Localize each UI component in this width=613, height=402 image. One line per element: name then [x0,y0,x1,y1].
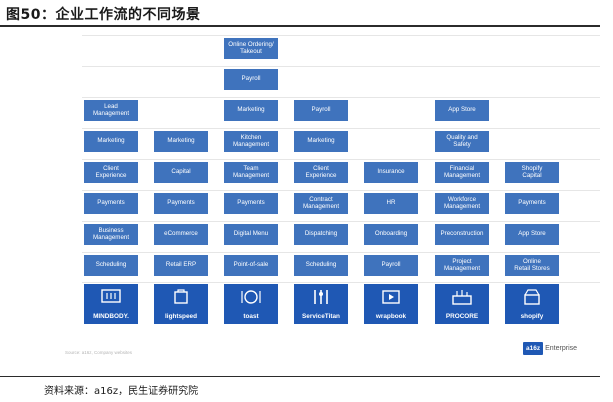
figure-title: 图50：企业工作流的不同场景 [6,7,201,23]
a16z-mark: a16z [523,342,544,355]
company-logo-name: wrapbook [375,313,407,320]
workflow-box-preconstruction: Preconstruction [435,224,489,245]
workflow-box-dispatching: Dispatching [294,224,348,245]
workflow-box-marketing: Marketing [84,131,138,152]
workflow-box-insurance: Insurance [364,162,418,183]
lightspeed-icon [169,288,193,313]
workflow-box-kitchen-management: Kitchen Management [224,131,278,152]
toast-icon [239,288,263,313]
company-logo-name: toast [243,313,259,320]
company-logo-servicetitan: ServiceTitan [294,284,348,324]
workflow-box-lead-management: Lead Management [84,100,138,121]
company-logo-name: MINDBODY. [93,313,129,320]
title-underline [0,25,600,27]
workflow-box-client-experience: Client Experience [84,162,138,183]
source-divider [0,376,600,377]
workflow-box-financial-management: Financial Management [435,162,489,183]
workflow-box-hr: HR [364,193,418,214]
workflow-box-online-ordering-takeout: Online Ordering/ Takeout [224,38,278,59]
workflow-box-marketing: Marketing [154,131,208,152]
workflow-box-point-of-sale: Point-of-sale [224,255,278,276]
wrapbook-icon [379,288,403,313]
workflow-box-payroll: Payroll [294,100,348,121]
company-logo-procore: PROCORE [435,284,489,324]
company-logo-name: PROCORE [445,313,479,320]
workflow-box-online-retail-stores: Online Retail Stores [505,255,559,276]
company-logo-name: shopify [520,313,544,320]
company-logo-shopify: shopify [505,284,559,324]
company-logo-mindbody: MINDBODY. [84,284,138,324]
workflow-box-workforce-management: Workforce Management [435,193,489,214]
workflow-box-quality-and-safety: Quality and Safety [435,131,489,152]
workflow-box-payments: Payments [505,193,559,214]
workflow-box-business-management: Business Management [84,224,138,245]
workflow-box-shopify-capital: Shopify Capital [505,162,559,183]
shopify-icon [520,288,544,313]
workflow-box-ecommerce: eCommerce [154,224,208,245]
workflow-box-scheduling: Scheduling [294,255,348,276]
workflow-box-project-management: Project Management [435,255,489,276]
workflow-box-app-store: App Store [435,100,489,121]
company-logo-lightspeed: lightspeed [154,284,208,324]
procore-icon [450,288,474,313]
workflow-box-onboarding: Onboarding [364,224,418,245]
workflow-box-team-management: Team Management [224,162,278,183]
diagram-footnote: Source: a16z, Company websites [65,350,133,355]
source-note: 资料来源：a16z，民生证券研究院 [44,386,199,397]
workflow-box-marketing: Marketing [224,100,278,121]
company-logo-name: ServiceTitan [302,313,340,320]
workflow-box-contract-management: Contract Management [294,193,348,214]
workflow-box-payments: Payments [224,193,278,214]
servicetitan-icon [309,288,333,313]
workflow-box-payments: Payments [154,193,208,214]
mindbody-icon [99,288,123,313]
workflow-box-payroll: Payroll [224,69,278,90]
a16z-enterprise-logo: a16z Enterprise [523,342,577,355]
workflow-box-payroll: Payroll [364,255,418,276]
workflow-box-client-experience: Client Experience [294,162,348,183]
brand-text: Enterprise [545,345,578,352]
company-logo-wrapbook: wrapbook [364,284,418,324]
workflow-box-retail-erp: Retail ERP [154,255,208,276]
workflow-box-marketing: Marketing [294,131,348,152]
company-logo-name: lightspeed [165,313,197,320]
company-logo-toast: toast [224,284,278,324]
workflow-box-app-store: App Store [505,224,559,245]
workflow-box-capital: Capital [154,162,208,183]
workflow-box-digital-menu: Digital Menu [224,224,278,245]
workflow-box-payments: Payments [84,193,138,214]
workflow-box-scheduling: Scheduling [84,255,138,276]
